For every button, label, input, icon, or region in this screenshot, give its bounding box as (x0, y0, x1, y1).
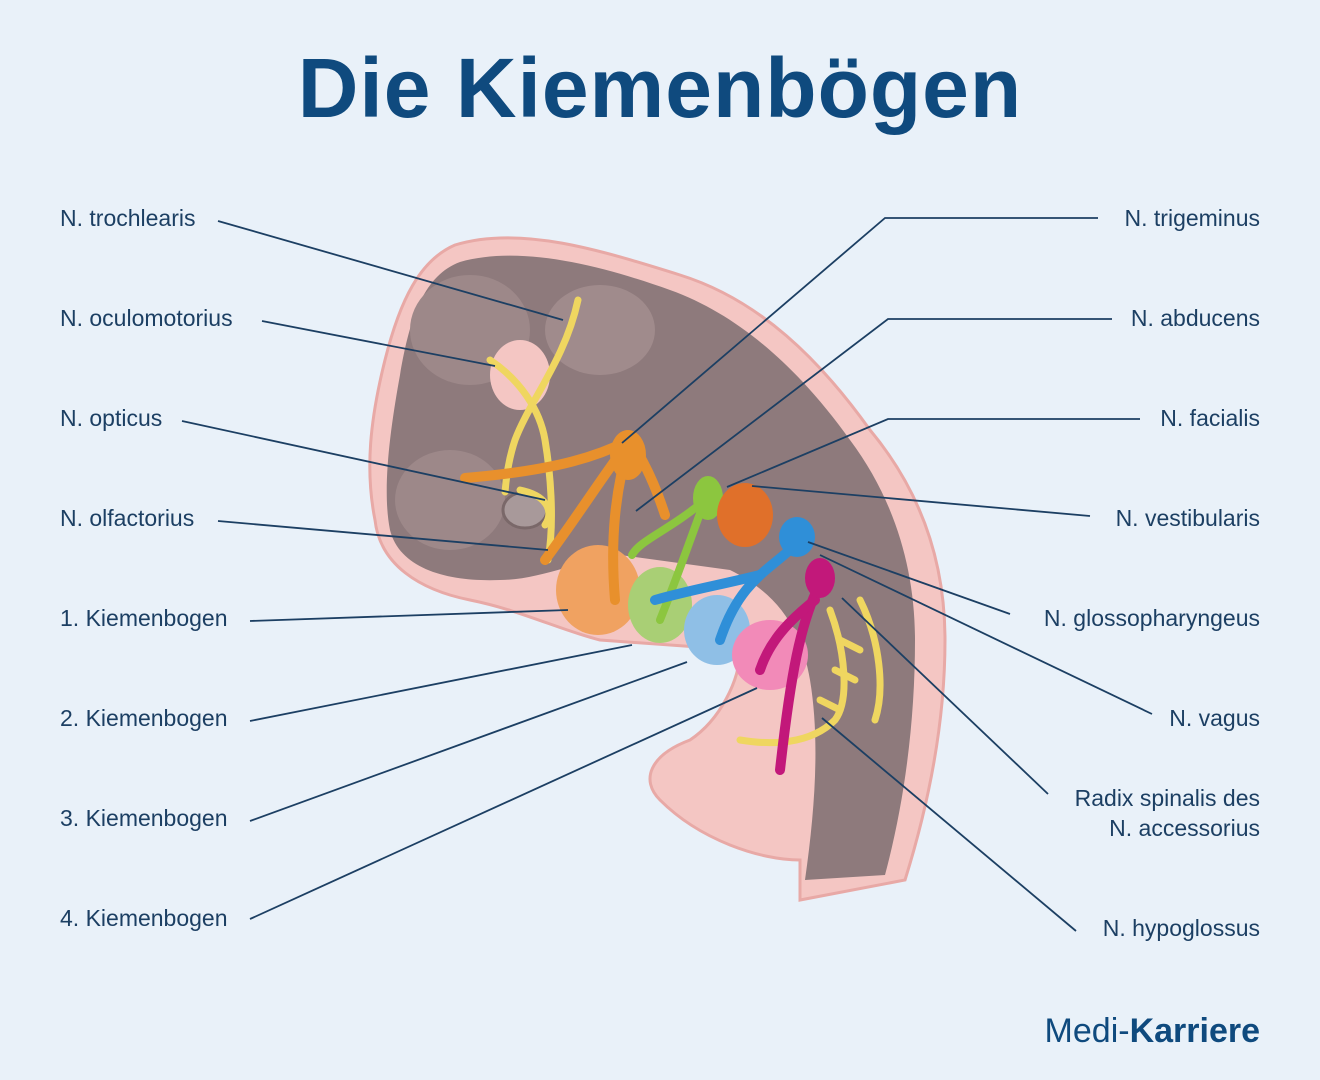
label-n-abducens: N. abducens (1130, 305, 1260, 331)
page-title: Die Kiemenbögen (297, 41, 1023, 135)
label-n-opticus: N. opticus (60, 405, 163, 431)
head-lobe (395, 450, 505, 550)
label-n-oculomotorius: N. oculomotorius (60, 305, 233, 331)
vestibular-ganglion (717, 483, 773, 547)
label-kiemenbogen-3: 3. Kiemenbogen (60, 805, 228, 831)
vagal-ganglion (805, 558, 835, 598)
label-n-trochlearis: N. trochlearis (60, 205, 196, 231)
brand-part1: Medi- (1044, 1012, 1130, 1050)
label-n-trigeminus: N. trigeminus (1124, 205, 1260, 231)
label-n-vagus: N. vagus (1169, 705, 1260, 731)
label-kiemenbogen-2: 2. Kiemenbogen (60, 705, 228, 731)
facial-ganglion (693, 476, 723, 520)
label-n-facialis: N. facialis (1160, 405, 1260, 431)
arch-1 (556, 545, 640, 635)
label-kiemenbogen-4: 4. Kiemenbogen (60, 905, 228, 931)
brand-logo: Medi-Karriere (1045, 1012, 1260, 1051)
label-n-olfactorius: N. olfactorius (60, 505, 195, 531)
label-radix-spinalis: Radix spinalis des (1074, 785, 1260, 811)
leader-lines (181, 217, 1153, 932)
label-n-accessorius: N. accessorius (1109, 815, 1260, 841)
yellow-nerves (486, 296, 884, 747)
label-n-vestibularis: N. vestibularis (1115, 505, 1260, 531)
embryo-body (386, 255, 915, 880)
optic-recess (490, 340, 550, 410)
head-lobe (545, 285, 655, 375)
label-n-glossopharyngeus: N. glossopharyngeus (1043, 605, 1260, 631)
trigeminal-ganglion (610, 430, 646, 480)
label-n-hypoglossus: N. hypoglossus (1102, 915, 1260, 941)
glossopharyngeal-ganglion (779, 517, 815, 557)
label-kiemenbogen-1: 1. Kiemenbogen (60, 605, 228, 631)
arch-2 (628, 567, 692, 643)
brand-part2: Karriere (1129, 1012, 1260, 1050)
